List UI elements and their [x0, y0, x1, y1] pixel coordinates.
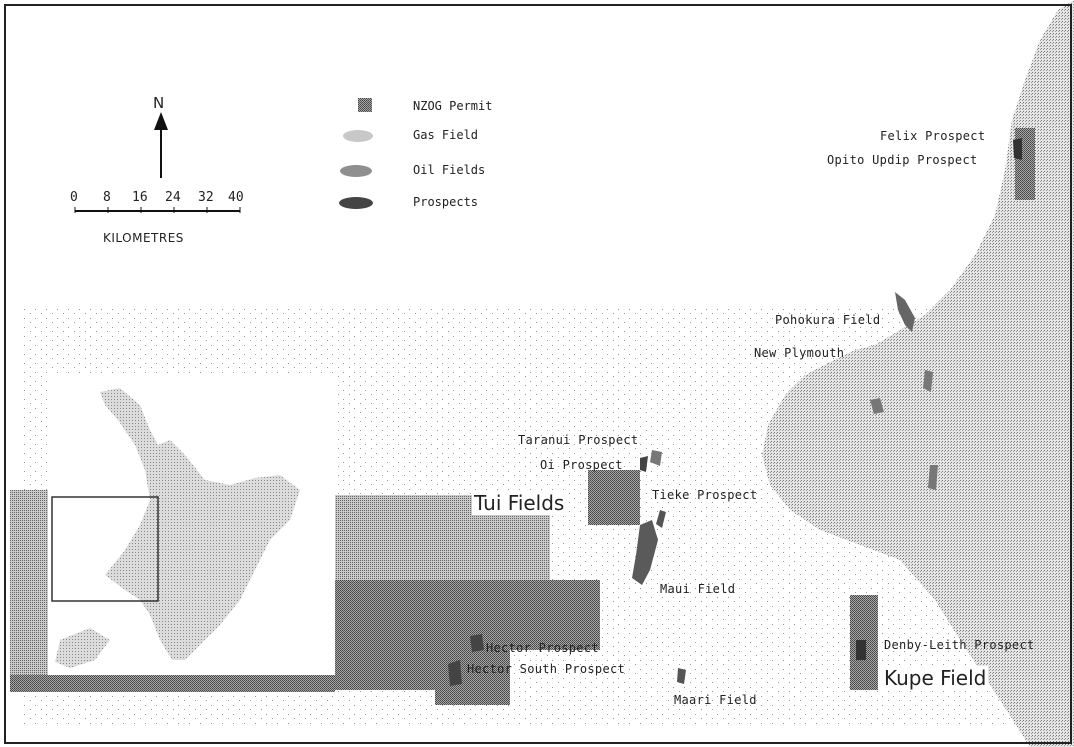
denby-prospect-shape: [856, 640, 866, 660]
coastal-field-1: [870, 398, 884, 414]
coastal-field-2: [923, 370, 933, 392]
gas-field-swatch: [343, 130, 373, 142]
permit-swatch: [358, 98, 372, 112]
permit-block-felix: [1015, 128, 1035, 200]
label-pohokura-field: Pohokura Field: [775, 313, 881, 327]
scale-tick-label: 32: [198, 190, 214, 205]
label-hector-south-prospect: Hector South Prospect: [467, 662, 626, 676]
label-maui-field: Maui Field: [660, 582, 736, 596]
legend-label-permit: NZOG Permit: [413, 99, 493, 113]
permit-block-tui: [588, 470, 640, 525]
label-tieke-prospect: Tieke Prospect: [652, 488, 758, 502]
scale-tick-label: 40: [228, 190, 244, 205]
oi-prospect-shape: [640, 456, 648, 472]
label-new-plymouth: New Plymouth: [754, 346, 845, 360]
permit-block-south: [335, 580, 600, 650]
inset-locator-box: [51, 496, 159, 602]
permit-block-left: [10, 490, 50, 675]
coastal-field-3: [928, 465, 938, 490]
legend-label-gas: Gas Field: [413, 128, 479, 142]
legend-label-oil: Oil Fields: [413, 163, 486, 177]
land-mass: [762, 0, 1074, 747]
maari-field-shape: [677, 668, 686, 684]
label-maari-field: Maari Field: [674, 693, 757, 707]
label-hector-prospect: Hector Prospect: [486, 641, 599, 655]
north-arrow-head: [154, 112, 168, 130]
label-opito-updip-prospect: Opito Updip Prospect: [827, 153, 978, 167]
prospect-swatch: [339, 197, 373, 209]
map-frame: [4, 4, 1072, 744]
maui-field-shape: [632, 520, 658, 585]
hector-prospect-shape: [470, 634, 484, 652]
scale-unit-label: KILOMETRES: [103, 231, 184, 245]
label-felix-prospect: Felix Prospect: [880, 129, 986, 143]
inset-north-island: [100, 388, 300, 660]
oil-field-swatch: [340, 165, 372, 177]
label-kupe-field: Kupe Field: [882, 666, 989, 690]
tieke-prospect-shape: [656, 510, 666, 528]
label-denby-leith-prospect: Denby-Leith Prospect: [884, 638, 1035, 652]
taranui-prospect-shape: [650, 450, 662, 466]
label-taranui-prospect: Taranui Prospect: [518, 433, 639, 447]
legend-label-prospect: Prospects: [413, 195, 479, 209]
inset-south-island-tip: [55, 628, 110, 668]
scale-tick-label: 0: [70, 190, 78, 205]
scale-tick-label: 8: [103, 190, 111, 205]
permit-block-strip: [10, 675, 335, 692]
scale-tick-label: 24: [165, 190, 181, 205]
label-tui-fields: Tui Fields: [472, 491, 567, 515]
label-oi-prospect: Oi Prospect: [540, 458, 623, 472]
felix-prospect-shape: [1013, 138, 1022, 160]
scale-tick-label: 16: [132, 190, 148, 205]
permit-block-southwest: [335, 650, 435, 690]
permit-block-hector: [435, 650, 510, 705]
north-label: N: [153, 94, 165, 112]
hector-south-prospect-shape: [448, 660, 462, 686]
pohokura-field-shape: [895, 292, 915, 332]
